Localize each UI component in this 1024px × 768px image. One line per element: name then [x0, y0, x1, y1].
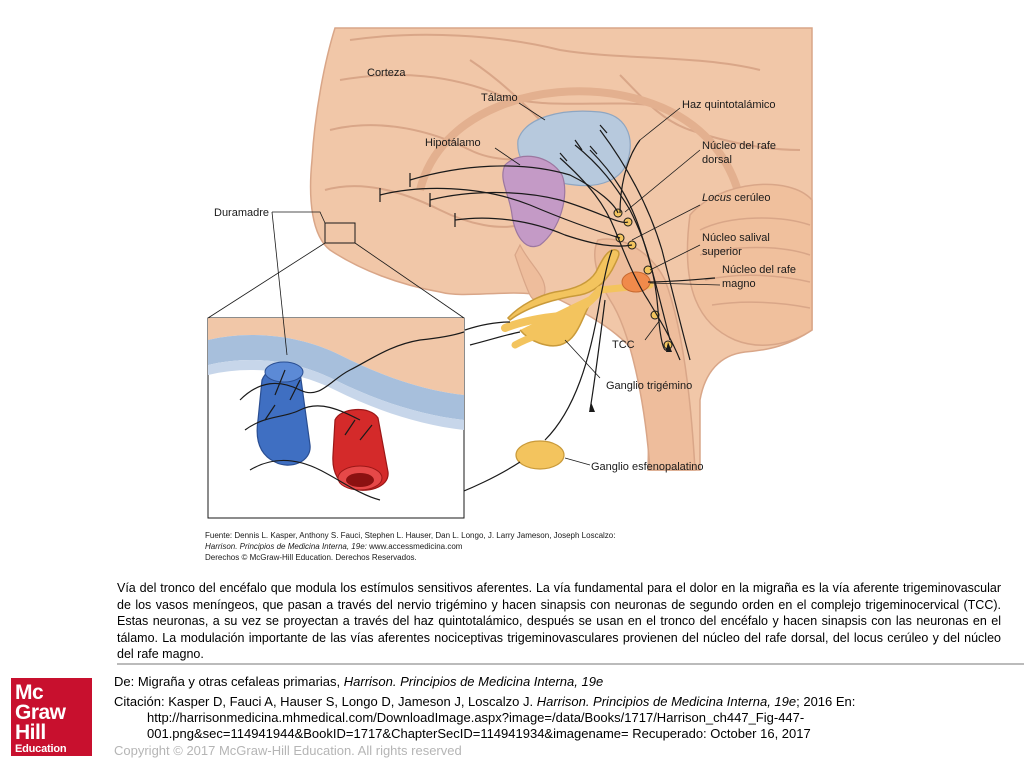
- source-line-1: Fuente: Dennis L. Kasper, Anthony S. Fau…: [205, 531, 615, 540]
- label-locus-italic: Locus: [702, 192, 732, 204]
- label-corteza: Corteza: [367, 67, 406, 79]
- brain-illustration: [309, 27, 813, 471]
- citation-line: Citación: Kasper D, Fauci A, Hauser S, L…: [114, 694, 1014, 710]
- label-talamo: Tálamo: [481, 92, 518, 104]
- label-nucleo-salival-2: superior: [702, 246, 742, 258]
- rafe-magnus-nucleus: [621, 271, 651, 293]
- logo-line-graw: Graw: [15, 701, 66, 724]
- label-ganglio-trigemino: Ganglio trigémino: [606, 380, 692, 392]
- source-title: Harrison. Principios de Medicina Interna…: [205, 542, 367, 551]
- from-prefix: De: Migraña y otras cefaleas primarias,: [114, 674, 344, 689]
- citation-footer: De: Migraña y otras cefaleas primarias, …: [114, 674, 1014, 759]
- from-line: De: Migraña y otras cefaleas primarias, …: [114, 674, 1014, 690]
- from-title: Harrison. Principios de Medicina Interna…: [343, 674, 604, 689]
- label-duramadre: Duramadre: [214, 207, 269, 219]
- label-locus-rest: cerúleo: [731, 192, 770, 204]
- brain-shape: [309, 27, 813, 471]
- label-rafe-dorsal-2: dorsal: [702, 154, 732, 166]
- anatomy-labels: Corteza Tálamo Haz quintotalámico Hipotá…: [214, 67, 796, 473]
- brainstem: [594, 238, 696, 471]
- logo-line-hill: Hill: [15, 721, 46, 744]
- label-rafe-dorsal: Núcleo del rafe: [702, 140, 776, 152]
- logo-line-mc: Mc: [15, 681, 44, 704]
- citation-url-2[interactable]: 001.png&sec=114941944&BookID=1717&Chapte…: [147, 726, 811, 741]
- label-locus-ceruleo: Locus cerúleo: [702, 192, 771, 204]
- citation-suffix: ; 2016 En:: [796, 694, 856, 709]
- dura-mater: [208, 335, 464, 420]
- label-rafe-magno: Núcleo del rafe: [722, 264, 796, 276]
- copyright: Copyright © 2017 McGraw-Hill Education. …: [114, 743, 462, 758]
- figure-caption: Vía del tronco del encéfalo que modula l…: [117, 581, 1001, 661]
- label-nucleo-salival: Núcleo salival: [702, 232, 770, 244]
- label-haz-quintotalamico: Haz quintotalámico: [682, 99, 776, 111]
- source-site: www.accessmedicina.com: [367, 542, 463, 551]
- source-line-3: Derechos © McGraw-Hill Education. Derech…: [205, 553, 417, 562]
- figure-source: Fuente: Dennis L. Kasper, Anthony S. Fau…: [205, 531, 615, 562]
- cerebellum: [686, 183, 813, 346]
- label-rafe-magno-2: magno: [722, 278, 756, 290]
- logo-line-education: Education: [15, 743, 67, 755]
- mcgraw-hill-education-logo: Mc Graw Hill Education: [11, 678, 92, 756]
- label-leaders: [271, 102, 721, 466]
- sphenopalatine-ganglion: [515, 440, 565, 470]
- label-tcc: TCC: [612, 339, 635, 351]
- migraine-pathway-diagram: Corteza Tálamo Haz quintotalámico Hipotá…: [205, 27, 813, 562]
- hypothalamus: [502, 155, 566, 248]
- inset-meninges: [207, 222, 465, 519]
- label-hipotalamo: Hipotálamo: [425, 137, 481, 149]
- citation-url-1[interactable]: http://harrisonmedicina.mhmedical.com/Do…: [147, 710, 805, 725]
- divider: [117, 663, 1024, 665]
- source-line-2: Harrison. Principios de Medicina Interna…: [205, 542, 463, 551]
- citation-prefix: Citación: Kasper D, Fauci A, Hauser S, L…: [114, 694, 537, 709]
- label-ganglio-esfenopalatino: Ganglio esfenopalatino: [591, 461, 704, 473]
- citation-title: Harrison. Principios de Medicina Interna…: [536, 694, 797, 709]
